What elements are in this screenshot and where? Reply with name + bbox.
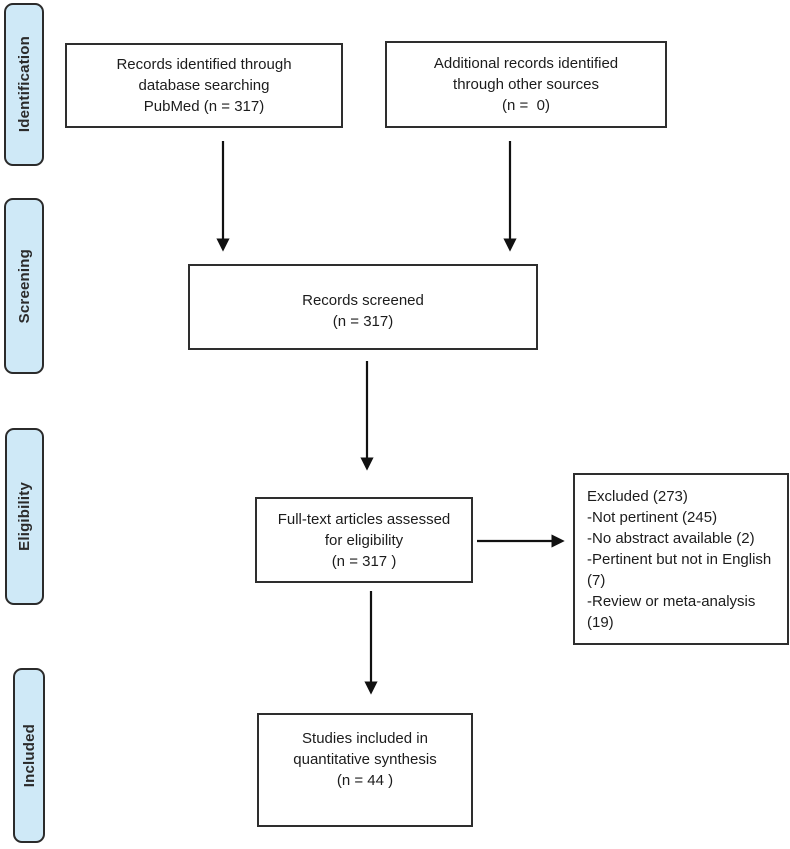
stage-label-screening-text: Screening [15,248,33,324]
stage-label-eligibility-text: Eligibility [16,482,33,551]
box-full-text-assessed-line1: Full-text articles assessed [277,510,451,528]
box-excluded: Excluded (273) -Not pertinent (245) -No … [573,473,789,645]
box-excluded-line5: -Review or meta-analysis (19) [587,593,760,631]
box-full-text-assessed: Full-text articles assessed for eligibil… [255,497,473,583]
box-records-screened-line2: (n = 317) [332,313,394,330]
box-full-text-assessed-line2: for eligibility [324,531,404,549]
box-studies-included-line2: quantitative synthesis [293,751,437,768]
stage-label-screening: Screening [4,198,44,374]
box-records-identified-line3: PubMed (n = 317) [143,98,265,115]
box-records-identified-line1: Records identified through [116,56,292,73]
box-additional-records: Additional records identified through ot… [385,41,667,128]
box-records-screened-line1: Records screened [302,292,424,309]
box-additional-records-line2: through other sources [453,76,599,93]
stage-label-eligibility: Eligibility [5,428,44,605]
stage-label-included: Included [13,668,45,843]
box-records-identified: Records identified through database sear… [65,43,343,128]
box-excluded-line3: -No abstract available (2) [587,530,755,547]
box-excluded-line1: Excluded (273) [587,488,688,505]
box-additional-records-line3: (n = 0) [502,97,550,114]
box-additional-records-line1: Additional records identified [433,55,619,72]
box-records-screened: Records screened (n = 317) [188,264,538,350]
box-excluded-line2: -Not pertinent (245) [587,509,718,526]
stage-label-included-text: Included [20,723,38,788]
stage-label-identification-text: Identification [15,36,33,133]
box-studies-included-line3: (n = 44 ) [336,772,394,789]
box-records-identified-line2: database searching [138,77,270,94]
box-full-text-assessed-line3: (n = 317 ) [331,552,397,570]
stage-label-identification: Identification [4,3,44,166]
box-studies-included: Studies included in quantitative synthes… [257,713,473,827]
box-studies-included-line1: Studies included in [302,730,428,747]
box-excluded-line4: -Pertinent but not in English (7) [587,551,776,589]
